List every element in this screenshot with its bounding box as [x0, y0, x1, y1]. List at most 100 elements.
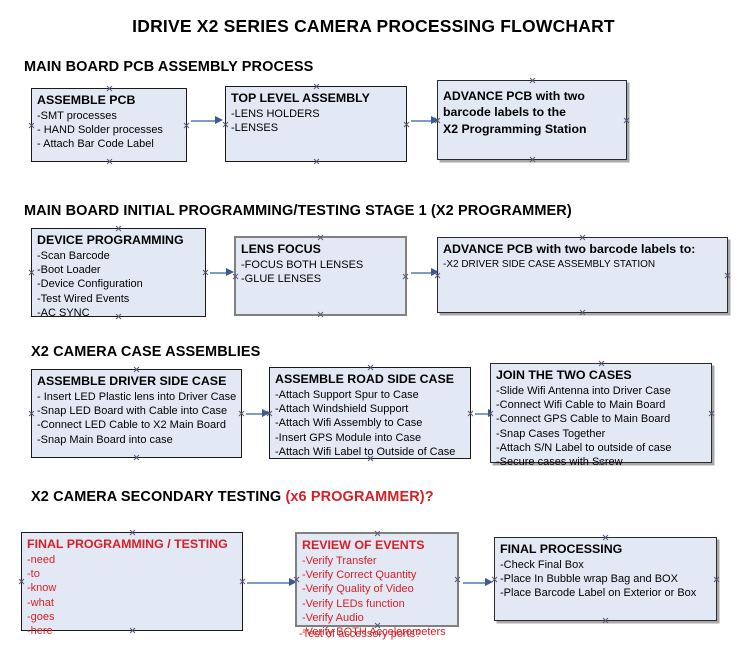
connection-handle-bottom[interactable] [313, 158, 320, 165]
box-device-programming[interactable]: DEVICE PROGRAMMING -Scan Barcode -Boot L… [28, 225, 209, 320]
list-item: -SMT processes [37, 109, 117, 122]
arrow-head-icon [226, 268, 234, 276]
connection-handle-top[interactable] [106, 85, 113, 92]
box-title: DEVICE PROGRAMMING [37, 233, 184, 247]
connection-handle-top[interactable] [133, 366, 140, 373]
box-final-programming-testing[interactable]: FINAL PROGRAMMING / TESTING -need -to -k… [18, 529, 246, 637]
connection-handle-right[interactable] [402, 273, 409, 280]
arrow-shaft [463, 582, 486, 584]
box-line: barcode labels to the [443, 105, 566, 120]
list-item: -X2 DRIVER SIDE CASE ASSEMBLY STATION [443, 258, 656, 270]
connection-handle-right[interactable] [708, 410, 715, 417]
box-text-lines: ADVANCE PCB with two barcode labels to t… [443, 88, 622, 137]
box-lens-focus[interactable]: LENS FOCUS -FOCUS BOTH LENSES -GLUE LENS… [234, 236, 407, 316]
connection-handle-bottom[interactable] [317, 311, 324, 318]
connection-handle-top[interactable] [367, 364, 374, 371]
box-item-list: -X2 DRIVER SIDE CASE ASSEMBLY STATION [443, 258, 723, 271]
box-title: FINAL PROGRAMMING / TESTING [27, 537, 228, 551]
list-item: -Verify Audio [302, 611, 364, 624]
box-item-list: -LENS HOLDERS -LENSES [231, 107, 402, 136]
connection-handle-left[interactable] [28, 410, 35, 417]
connection-handle-top[interactable] [602, 534, 609, 541]
arrow-review-to-final-processing [463, 578, 493, 587]
box-item-list: -Scan Barcode -Boot Loader -Device Confi… [37, 249, 201, 320]
box-assemble-pcb[interactable]: ASSEMBLE PCB -SMT processes - HAND Solde… [31, 88, 187, 162]
list-item: -Attach Wifi Assembly to Case [275, 417, 423, 430]
arrow-shaft [411, 272, 432, 274]
list-item: -GLUE LENSES [241, 272, 322, 285]
arrow-pcb-to-top-level [191, 116, 223, 125]
connection-handle-top[interactable] [529, 77, 536, 84]
box-join-the-two-cases[interactable]: JOIN THE TWO CASES -Slide Wifi Antenna i… [490, 360, 715, 468]
arrow-final-programming-to-review [247, 578, 297, 587]
box-review-of-events[interactable]: REVIEW OF EVENTS -Verify Transfer -Verif… [293, 530, 461, 638]
connection-handle-bottom[interactable] [133, 454, 140, 461]
box-advance-pcb-station[interactable]: ADVANCE PCB with two barcode labels to t… [437, 80, 627, 160]
connection-handle-right[interactable] [403, 121, 410, 128]
box-item-list: -need -to -know -what -goes -here [27, 553, 238, 639]
connection-handle-top[interactable] [579, 234, 586, 241]
section-heading-4-main: X2 CAMERA SECONDARY TESTING [31, 489, 282, 505]
list-item: -Verify Quality of Video [302, 583, 414, 596]
connection-handle-bottom[interactable] [529, 156, 536, 163]
connection-handle-right[interactable] [467, 410, 474, 417]
box-item-list: -FOCUS BOTH LENSES -GLUE LENSES [241, 258, 401, 287]
connection-handle-top[interactable] [598, 360, 605, 367]
connection-handle-left[interactable] [28, 269, 35, 276]
box-item-list: - Insert LED Plastic lens into Driver Ca… [37, 390, 237, 447]
list-item: -Connect Wifi Cable to Main Board [496, 398, 666, 411]
list-item: -Attach S/N Label to outside of case [496, 441, 672, 454]
list-item: -Slide Wifi Antenna into Driver Case [496, 384, 671, 397]
box-title: ASSEMBLE PCB [37, 93, 136, 107]
box-title: ASSEMBLE ROAD SIDE CASE [275, 372, 454, 386]
connection-handle-bottom[interactable] [579, 309, 586, 316]
list-item: -Attach Windshield Support [275, 402, 409, 415]
connection-handle-right[interactable] [454, 576, 461, 583]
review-of-events-overflow-item: -Test of accessory ports? [299, 628, 422, 640]
connection-handle-top[interactable] [374, 530, 381, 537]
box-final-processing[interactable]: FINAL PROCESSING -Check Final Box -Place… [494, 537, 717, 621]
list-item: -FOCUS BOTH LENSES [241, 258, 364, 271]
connection-handle-left[interactable] [232, 273, 239, 280]
box-assemble-driver-side-case[interactable]: ASSEMBLE DRIVER SIDE CASE - Insert LED P… [31, 369, 242, 458]
box-advance-pcb-driver-side[interactable]: ADVANCE PCB with two barcode labels to: … [437, 237, 728, 313]
connection-handle-left[interactable] [222, 121, 229, 128]
box-item-list: -SMT processes - HAND Solder processes -… [37, 109, 182, 152]
list-item: -Snap Cases Together [496, 427, 606, 440]
section-heading-4-note: (x6 PROGRAMMER)? [285, 489, 434, 505]
list-item: -Scan Barcode [37, 249, 110, 262]
connection-handle-left[interactable] [28, 122, 35, 129]
connection-handle-top[interactable] [115, 225, 122, 232]
list-item: -Place Barcode Label on Exterior or Box [500, 587, 697, 600]
connection-handle-top[interactable] [313, 83, 320, 90]
connection-handle-left[interactable] [293, 576, 300, 583]
connection-handle-right[interactable] [623, 117, 630, 124]
connection-handle-left[interactable] [18, 578, 25, 585]
connection-handle-right[interactable] [183, 122, 190, 129]
list-item: - Attach Bar Code Label [37, 138, 154, 151]
connection-handle-bottom[interactable] [106, 158, 113, 165]
box-top-level-assembly[interactable]: TOP LEVEL ASSEMBLY -LENS HOLDERS -LENSES [225, 86, 407, 162]
box-assemble-road-side-case[interactable]: ASSEMBLE ROAD SIDE CASE -Attach Support … [269, 367, 471, 459]
connection-handle-right[interactable] [239, 578, 246, 585]
list-item: -Insert GPS Module into Case [275, 431, 422, 444]
box-line: X2 Programming Station [443, 121, 587, 136]
list-item: -know [27, 582, 57, 595]
arrow-shaft [247, 582, 290, 584]
connection-handle-top[interactable] [317, 234, 324, 241]
box-item-list: -Slide Wifi Antenna into Driver Case -Co… [496, 384, 707, 470]
arrow-driver-case-to-road-case [246, 409, 270, 418]
section-heading-1: MAIN BOARD PCB ASSEMBLY PROCESS [24, 59, 314, 75]
arrow-head-icon [262, 409, 270, 417]
connection-handle-right[interactable] [238, 410, 245, 417]
connection-handle-bottom[interactable] [602, 617, 609, 624]
connection-handle-right[interactable] [202, 269, 209, 276]
list-item: -Attach Support Spur to Case [275, 388, 419, 401]
arrow-shaft [411, 120, 432, 122]
list-item: -Verify LEDs function [302, 597, 405, 610]
connection-handle-top[interactable] [129, 529, 136, 536]
box-title: JOIN THE TWO CASES [496, 368, 632, 382]
connection-handle-right[interactable] [724, 272, 731, 279]
connection-handle-right[interactable] [713, 576, 720, 583]
